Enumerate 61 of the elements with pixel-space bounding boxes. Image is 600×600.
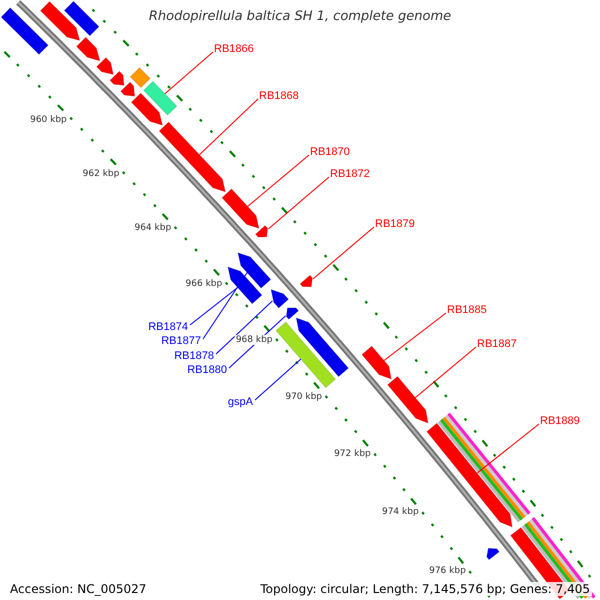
gene-segment	[238, 252, 272, 289]
scale-label: 972 kbp	[333, 449, 372, 460]
gene-segment	[270, 289, 289, 308]
gene-segment	[130, 92, 163, 126]
scale-label: 976 kbp	[428, 566, 467, 576]
leader-line	[254, 358, 302, 400]
leader-line	[199, 98, 258, 156]
gene-label: RB1885	[447, 304, 487, 316]
scale-label: 966 kbp	[184, 278, 224, 289]
gene-segment	[96, 57, 114, 75]
gene-block	[130, 67, 151, 88]
gene-segment	[0, 7, 49, 55]
gene-label: RB1874	[148, 321, 188, 333]
gene-label: RB1870	[310, 146, 350, 158]
gene-label: RB1877	[161, 335, 201, 347]
gene-segment	[255, 225, 268, 238]
accession-text: Accession: NC_005027	[8, 582, 148, 596]
gene-segment	[76, 36, 100, 62]
scale-label: 960 kbp	[29, 114, 68, 125]
gene-label: RB1889	[540, 415, 580, 427]
gene-segment	[300, 274, 313, 287]
leader-line	[384, 312, 446, 361]
gene-segment	[110, 70, 124, 86]
gene-segment	[296, 317, 349, 378]
scale-label: 970 kbp	[284, 392, 324, 402]
leader-line	[202, 272, 248, 340]
gene-block	[276, 322, 336, 388]
gene-label: RB1866	[214, 43, 254, 55]
gene-segment	[486, 548, 500, 560]
gene-label: RB1880	[187, 364, 227, 376]
gene-label: RB1868	[259, 90, 299, 102]
gene-segment	[40, 1, 80, 41]
scale-label: 968 kbp	[234, 334, 274, 345]
scale-label: 964 kbp	[133, 223, 172, 234]
gene-segment	[426, 422, 513, 528]
gene-label: RB1878	[174, 350, 214, 362]
gene-segment	[158, 122, 226, 192]
gene-segment	[222, 188, 260, 229]
genome-stats-text: Topology: circular; Length: 7,145,576 bp; Genes: 7,405	[258, 582, 592, 596]
map-title: Rhodopirellula baltica SH 1, complete genome	[148, 9, 452, 24]
gene-segment	[361, 346, 392, 380]
scale-label: 974 kbp	[380, 507, 420, 518]
gene-segment	[286, 308, 299, 320]
leader-line	[476, 424, 540, 474]
gene-label: RB1872	[330, 168, 370, 180]
gene-label: gspA	[228, 396, 253, 408]
gene-label: RB1887	[477, 338, 517, 350]
leader-line	[164, 52, 214, 94]
gene-segment	[387, 376, 428, 424]
scale-label: 962 kbp	[82, 168, 120, 179]
gene-segment	[228, 266, 262, 304]
gene-block	[143, 80, 178, 116]
gene-label: RB1879	[375, 218, 415, 230]
leader-line	[216, 300, 273, 354]
leader-line	[247, 154, 310, 207]
gene-segment	[64, 0, 100, 36]
gene-segment	[120, 82, 136, 97]
leader-line	[414, 346, 476, 398]
leader-line	[190, 287, 238, 326]
leader-line	[268, 176, 330, 230]
leader-line	[312, 226, 374, 280]
